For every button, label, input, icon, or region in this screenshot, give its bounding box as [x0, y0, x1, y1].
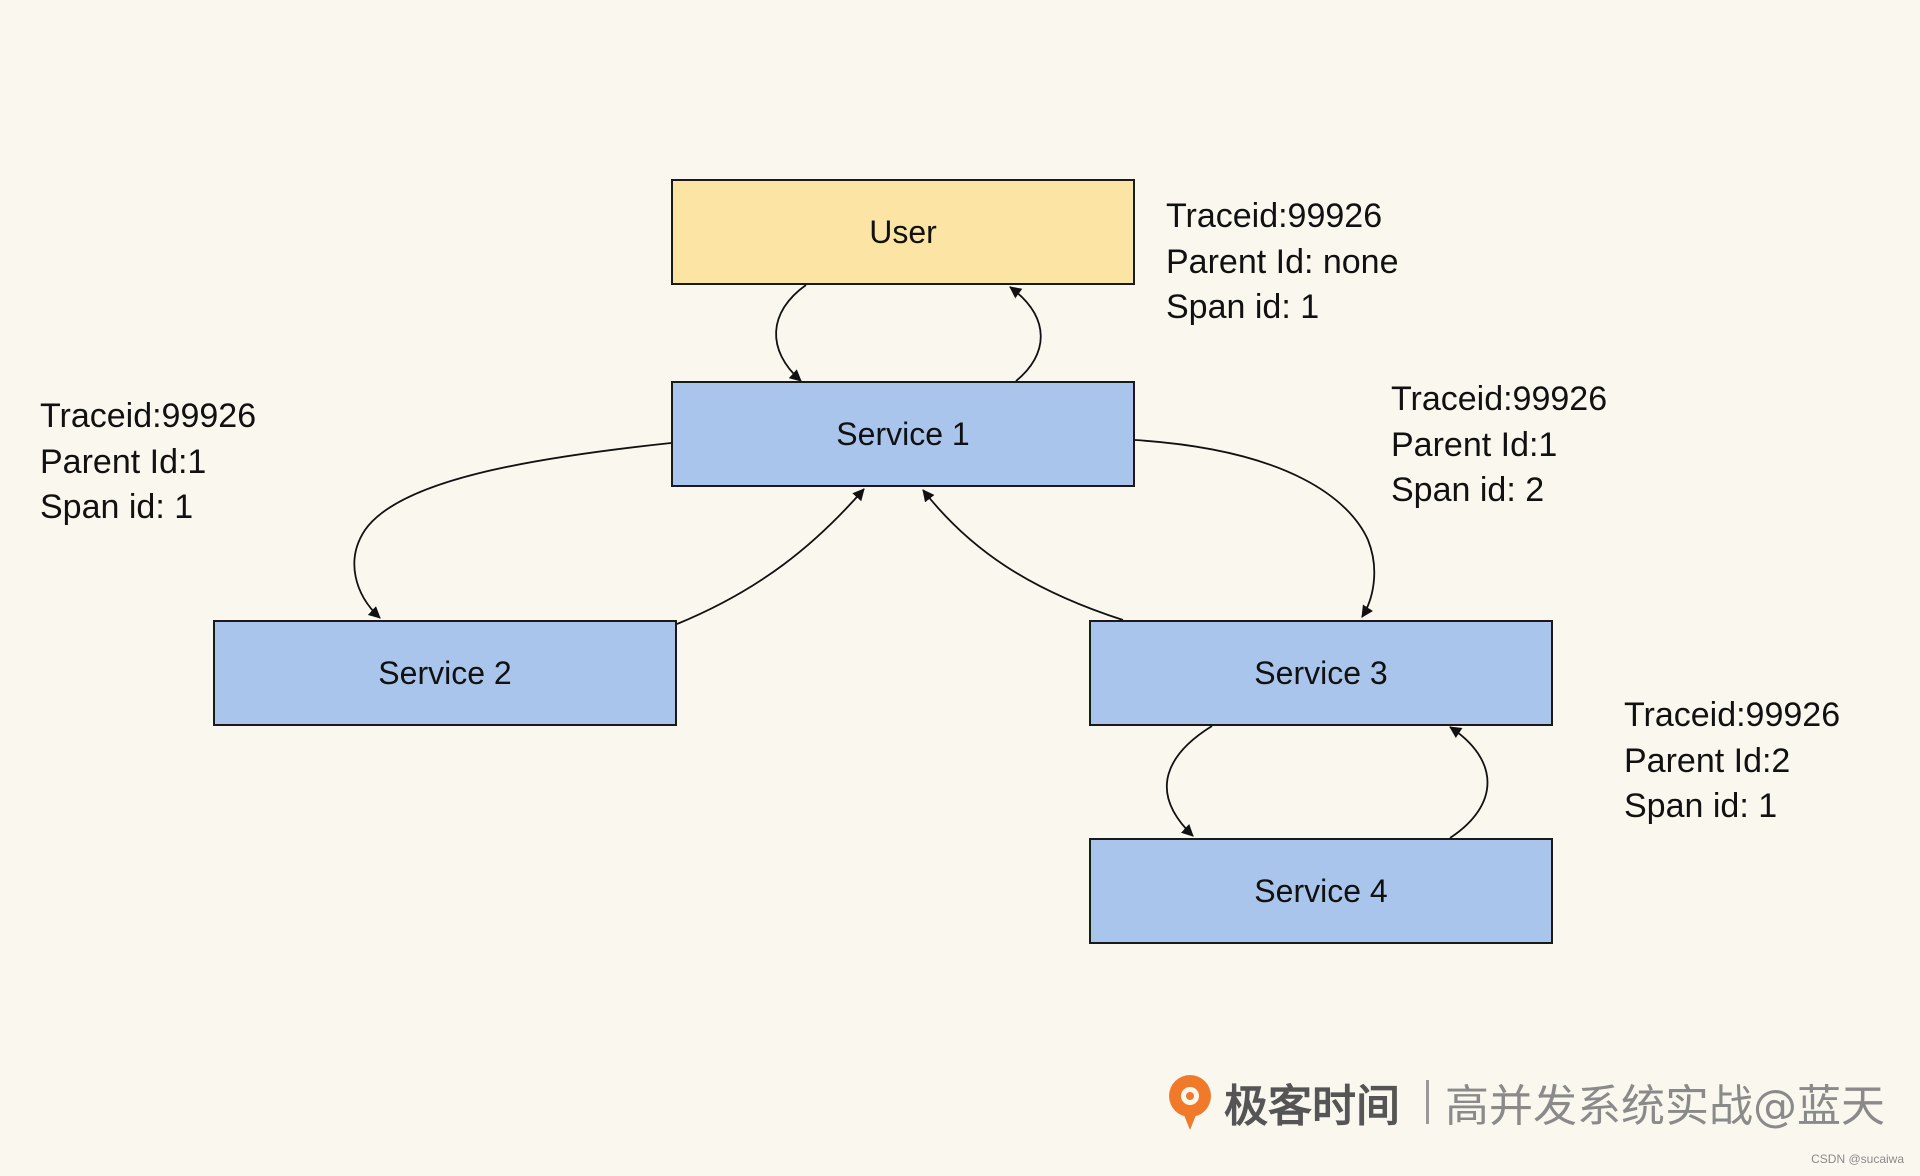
edge-service1-to-service2 — [353, 442, 672, 619]
service-3-trace-annotation: Traceid:99926 Parent Id:1 Span id: 2 — [1391, 377, 1607, 514]
service-3-node: Service 3 — [1089, 620, 1553, 726]
user-node: User — [671, 179, 1135, 285]
annotation-parent-id: Parent Id:1 — [1391, 425, 1558, 464]
annotation-span-id: Span id: 2 — [1391, 471, 1545, 509]
annotation-parent-id: Parent Id:1 — [40, 442, 207, 481]
service-4-trace-annotation: Traceid:99926 Parent Id:2 Span id: 1 — [1624, 693, 1840, 830]
annotation-traceid: Traceid:99926 — [40, 397, 257, 435]
geektime-logo-icon — [1169, 1075, 1211, 1130]
course-title: 高并发系统实战@蓝天 — [1445, 1081, 1885, 1132]
edge-user-to-service1 — [775, 284, 807, 382]
edge-service3-to-service4 — [1165, 725, 1213, 837]
service-2-trace-annotation: Traceid:99926 Parent Id:1 Span id: 1 — [40, 394, 256, 531]
annotation-traceid: Traceid:99926 — [1624, 696, 1841, 734]
annotation-traceid: Traceid:99926 — [1166, 197, 1383, 235]
edge-service3-to-service1 — [922, 489, 1124, 621]
edge-service1-to-service3 — [1134, 439, 1376, 618]
edge-service1-to-user — [1009, 286, 1042, 382]
service-4-node: Service 4 — [1089, 838, 1553, 944]
brand-watermark: 极客时间 高并发系统实战@蓝天 — [1164, 1072, 1885, 1132]
edge-service4-to-service3 — [1449, 726, 1489, 839]
source-credit: CSDN @sucaiwa — [1811, 1152, 1904, 1166]
annotation-span-id: Span id: 1 — [1624, 787, 1778, 825]
annotation-span-id: Span id: 1 — [40, 488, 194, 526]
brand-name: 极客时间 — [1224, 1081, 1400, 1132]
service-1-node: Service 1 — [671, 381, 1135, 487]
annotation-parent-id: Parent Id:2 — [1624, 741, 1791, 780]
edge-service2-to-service1 — [676, 488, 865, 625]
user-trace-annotation: Traceid:99926 Parent Id: none Span id: 1 — [1166, 194, 1399, 331]
annotation-traceid: Traceid:99926 — [1391, 380, 1608, 418]
service-2-node: Service 2 — [213, 620, 677, 726]
annotation-parent-id: Parent Id: none — [1166, 242, 1399, 281]
annotation-span-id: Span id: 1 — [1166, 288, 1320, 326]
brand-divider — [1426, 1080, 1429, 1124]
